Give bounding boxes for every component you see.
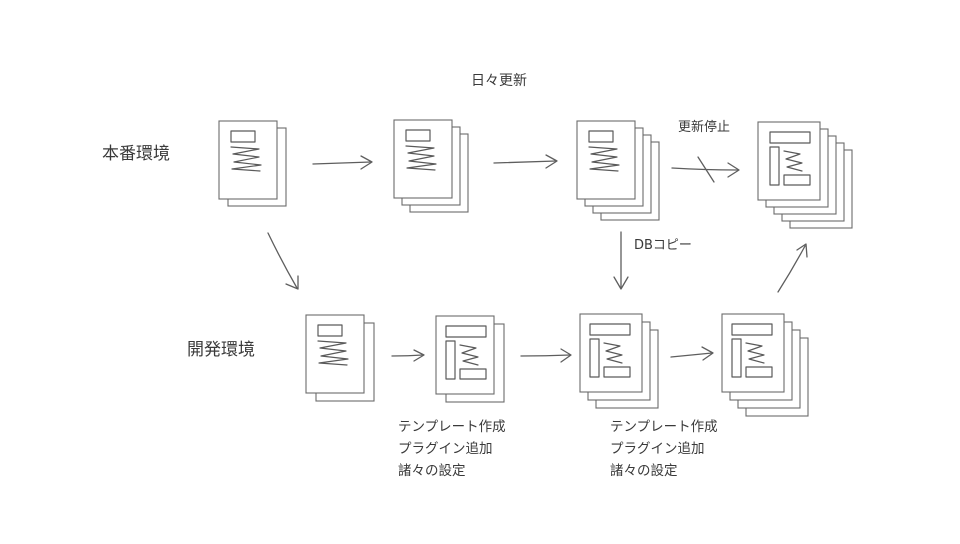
note-right-1: テンプレート作成 [610, 419, 718, 435]
note-left-3: 諸々の設定 [398, 463, 466, 479]
note-right-2: プラグイン追加 [610, 441, 705, 457]
dev-document-3 [579, 313, 659, 409]
arrow-prod-1-to-2 [312, 155, 373, 170]
notes-left: テンプレート作成 プラグイン追加 諸々の設定 [398, 416, 506, 482]
production-env-label: 本番環境 [102, 144, 170, 164]
update-stop-label: 更新停止 [678, 120, 731, 135]
note-left-1: テンプレート作成 [398, 419, 506, 435]
note-left-2: プラグイン追加 [398, 441, 493, 457]
arrow-dev-2-to-3 [520, 348, 572, 363]
prod-document-1 [218, 120, 287, 207]
db-copy-label: DBコピー [634, 238, 692, 253]
arrow-dev-1-to-2 [391, 349, 425, 362]
prod-document-4 [757, 121, 853, 229]
arrow-db-copy [613, 231, 629, 290]
arrow-dev-3-to-4 [670, 346, 714, 361]
prod-document-3 [576, 120, 660, 221]
daily-update-label: 日々更新 [471, 73, 527, 89]
notes-right: テンプレート作成 プラグイン追加 諸々の設定 [610, 416, 718, 482]
prod-document-2 [393, 119, 469, 213]
dev-document-4 [721, 313, 809, 417]
development-env-label: 開発環境 [187, 340, 255, 360]
arrow-prod-3-to-4-stopped [671, 156, 740, 183]
arrow-prod-to-dev [267, 232, 299, 290]
dev-document-1 [305, 314, 375, 402]
arrow-dev-to-prod [777, 243, 808, 293]
arrow-prod-2-to-3 [493, 154, 558, 169]
note-right-3: 諸々の設定 [610, 463, 678, 479]
dev-document-2 [435, 315, 505, 403]
